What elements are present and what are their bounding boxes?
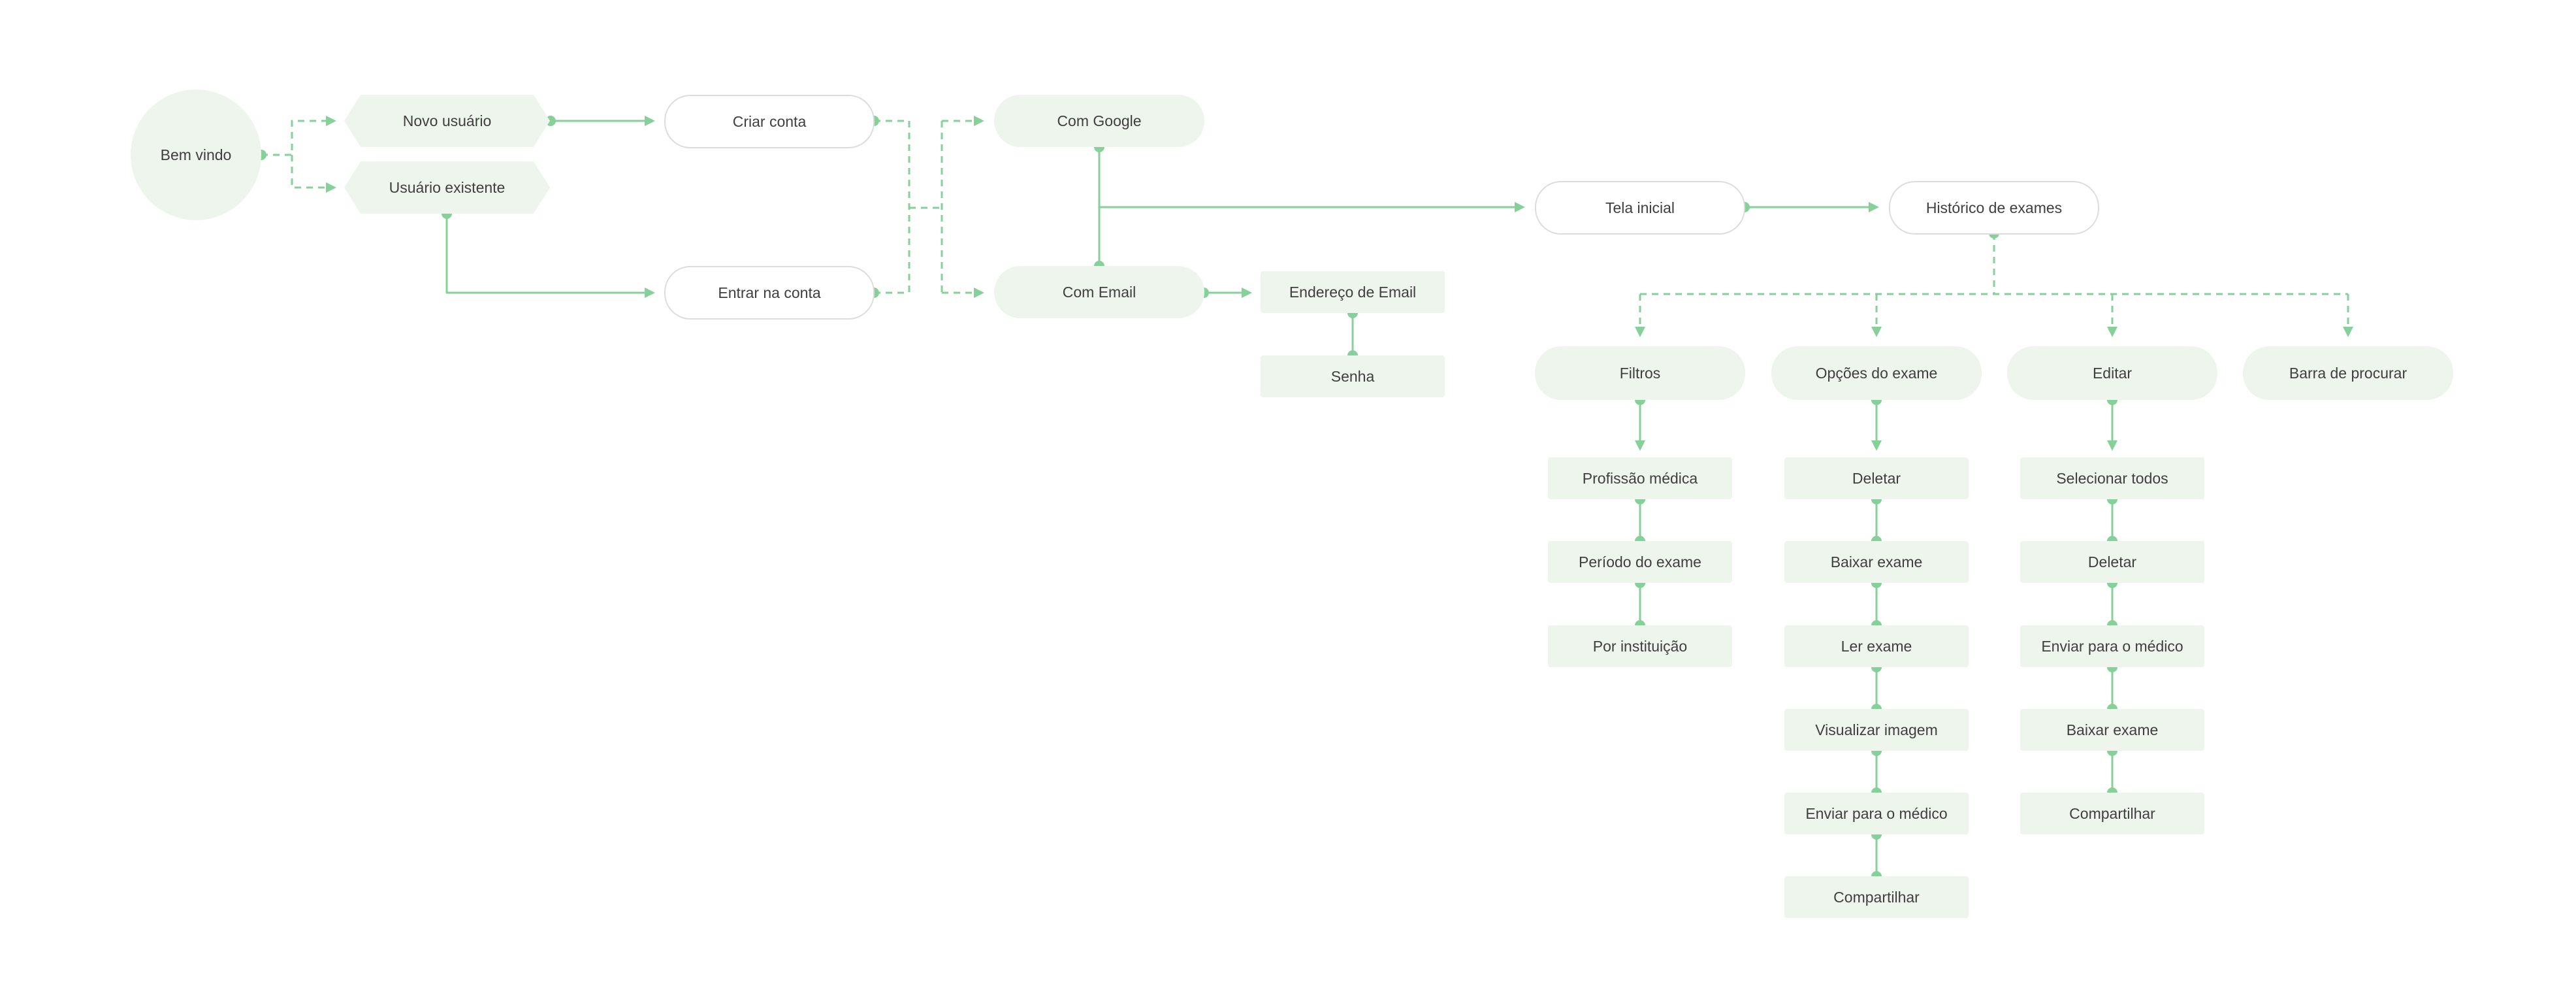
node-entrar-na-conta: Entrar na conta xyxy=(664,266,875,320)
arrow-head xyxy=(1869,202,1879,212)
arrow-head xyxy=(326,182,336,193)
arrow-head xyxy=(645,116,655,126)
arrow-head xyxy=(2107,440,2117,451)
node-filtros: Filtros xyxy=(1535,346,1745,400)
node-historico-exames: Histórico de exames xyxy=(1889,181,2099,235)
node-filtro-item: Período do exame xyxy=(1548,541,1732,583)
node-editar-item: Enviar para o médico xyxy=(2020,625,2204,667)
node-endereco-email: Endereço de Email xyxy=(1261,271,1445,313)
arrow-head xyxy=(645,288,655,298)
node-opcao-item: Baixar exame xyxy=(1784,541,1969,583)
node-novo-usuario: Novo usuário xyxy=(344,95,550,147)
node-barra-procurar: Barra de procurar xyxy=(2243,346,2453,400)
node-filtro-item: Profissão médica xyxy=(1548,457,1732,499)
node-editar-item: Selecionar todos xyxy=(2020,457,2204,499)
node-editar-item: Baixar exame xyxy=(2020,709,2204,751)
arrow-head xyxy=(1242,288,1252,298)
node-opcao-item: Deletar xyxy=(1784,457,1969,499)
node-editar-item: Compartilhar xyxy=(2020,793,2204,834)
node-tela-inicial: Tela inicial xyxy=(1535,181,1745,235)
node-editar-item: Deletar xyxy=(2020,541,2204,583)
arrow-head xyxy=(974,288,984,298)
node-filtro-item: Por instituição xyxy=(1548,625,1732,667)
node-opcao-item: Ler exame xyxy=(1784,625,1969,667)
arrow-head xyxy=(2343,327,2353,337)
connector-line xyxy=(445,214,652,294)
arrow-head xyxy=(1871,440,1882,451)
node-com-google: Com Google xyxy=(994,95,1204,147)
dashed-connector xyxy=(261,120,334,156)
node-criar-conta: Criar conta xyxy=(664,95,875,148)
node-com-email: Com Email xyxy=(994,266,1204,318)
node-bem-vindo: Bem vindo xyxy=(131,90,261,220)
dashed-connector xyxy=(291,155,334,189)
node-editar: Editar xyxy=(2007,346,2217,400)
dashed-connector xyxy=(874,120,910,293)
node-opcao-item: Enviar para o médico xyxy=(1784,793,1969,834)
node-senha: Senha xyxy=(1261,355,1445,397)
arrow-head xyxy=(1635,440,1645,451)
arrow-head xyxy=(2107,327,2117,337)
arrow-head xyxy=(1515,202,1525,212)
node-opcoes-exame: Opções do exame xyxy=(1771,346,1982,400)
arrow-head xyxy=(974,116,984,126)
arrow-head xyxy=(326,116,336,126)
node-usuario-existente: Usuário existente xyxy=(344,161,550,214)
node-opcao-item: Compartilhar xyxy=(1784,876,1969,918)
arrow-head xyxy=(1871,327,1882,337)
node-opcao-item: Visualizar imagem xyxy=(1784,709,1969,751)
arrow-head xyxy=(1635,327,1645,337)
